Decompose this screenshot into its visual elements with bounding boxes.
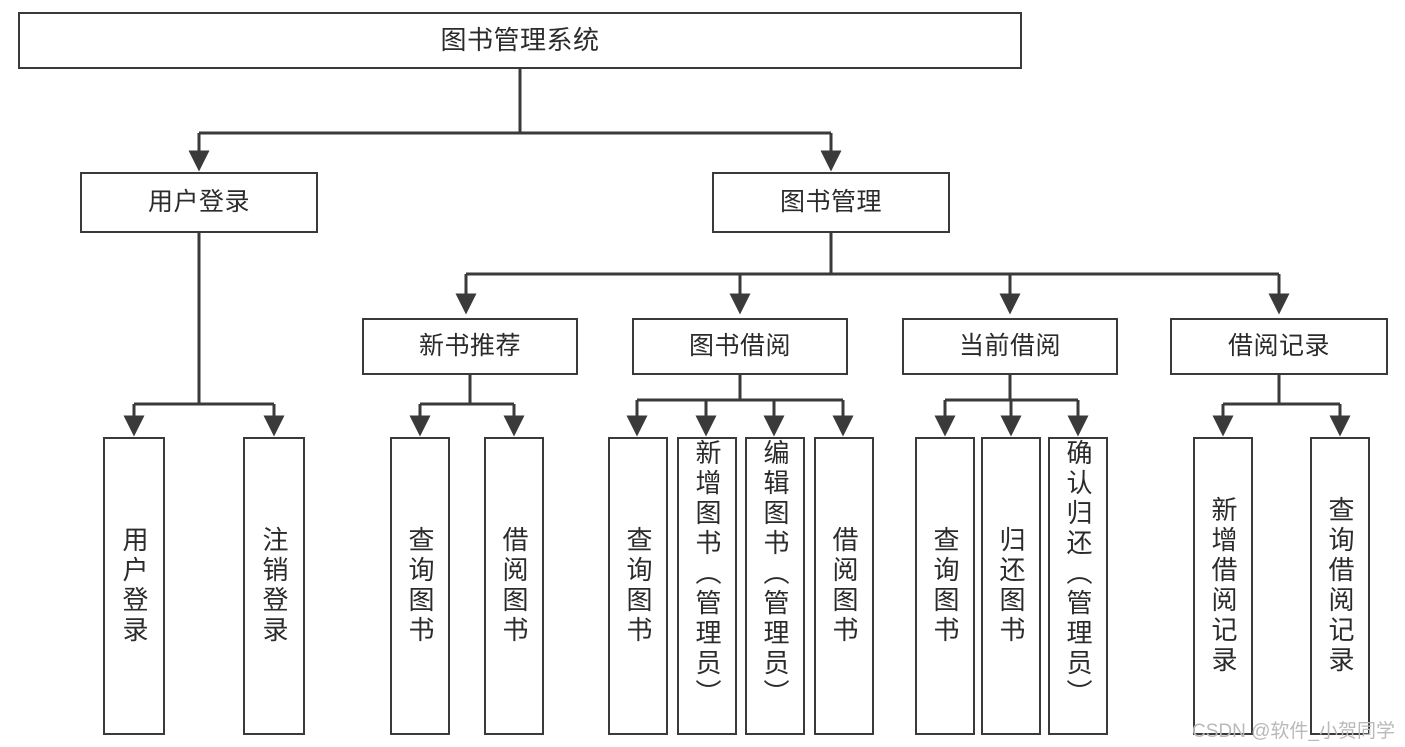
node-user-login[interactable]: 用户登录	[80, 172, 318, 233]
node-label: 借阅记录	[1227, 331, 1330, 360]
node-label: 归还图书	[996, 526, 1026, 646]
node-label: 用户登录	[119, 526, 149, 646]
node-label: 新书推荐	[418, 331, 521, 360]
leaf-new-book-recommend-2[interactable]: 借阅图书	[484, 437, 544, 735]
node-label: 查询图书	[930, 526, 960, 646]
node-borrow-record[interactable]: 借阅记录	[1170, 318, 1388, 375]
leaf-book-borrow-3[interactable]: 编辑图书（管理员）	[745, 437, 805, 735]
node-new-book-recommend[interactable]: 新书推荐	[362, 318, 578, 375]
node-label: 图书借阅	[688, 331, 791, 360]
node-label: 新增借阅记录	[1208, 496, 1238, 676]
node-label: 注销登录	[259, 526, 289, 646]
leaf-borrow-record-1[interactable]: 新增借阅记录	[1193, 437, 1253, 735]
leaf-user-login-2[interactable]: 注销登录	[243, 437, 305, 735]
node-label: 查询借阅记录	[1325, 496, 1355, 676]
leaf-book-borrow-4[interactable]: 借阅图书	[814, 437, 874, 735]
leaf-current-borrow-2[interactable]: 归还图书	[981, 437, 1041, 735]
node-label: 新增图书（管理员）	[692, 439, 722, 709]
node-book-borrow[interactable]: 图书借阅	[632, 318, 848, 375]
leaf-user-login-1[interactable]: 用户登录	[103, 437, 165, 735]
leaf-borrow-record-2[interactable]: 查询借阅记录	[1310, 437, 1370, 735]
leaf-current-borrow-3[interactable]: 确认归还（管理员）	[1048, 437, 1108, 735]
node-label: 用户登录	[147, 187, 250, 216]
leaf-current-borrow-1[interactable]: 查询图书	[915, 437, 975, 735]
leaf-new-book-recommend-1[interactable]: 查询图书	[390, 437, 450, 735]
leaf-book-borrow-2[interactable]: 新增图书（管理员）	[677, 437, 737, 735]
node-label: 确认归还（管理员）	[1063, 439, 1093, 709]
node-label: 查询图书	[623, 526, 653, 646]
node-label: 图书管理	[779, 187, 882, 216]
node-root-book-management-system[interactable]: 图书管理系统	[18, 12, 1022, 69]
csdn-watermark: CSDN @软件_小贺同学	[1192, 721, 1395, 742]
node-book-management[interactable]: 图书管理	[712, 172, 950, 233]
node-label: 编辑图书（管理员）	[760, 439, 790, 709]
node-current-borrow[interactable]: 当前借阅	[902, 318, 1118, 375]
node-label: 借阅图书	[829, 526, 859, 646]
node-label: 当前借阅	[958, 331, 1061, 360]
node-label: 借阅图书	[499, 526, 529, 646]
leaf-book-borrow-1[interactable]: 查询图书	[608, 437, 668, 735]
node-label: 查询图书	[405, 526, 435, 646]
node-label: 图书管理系统	[440, 25, 600, 56]
